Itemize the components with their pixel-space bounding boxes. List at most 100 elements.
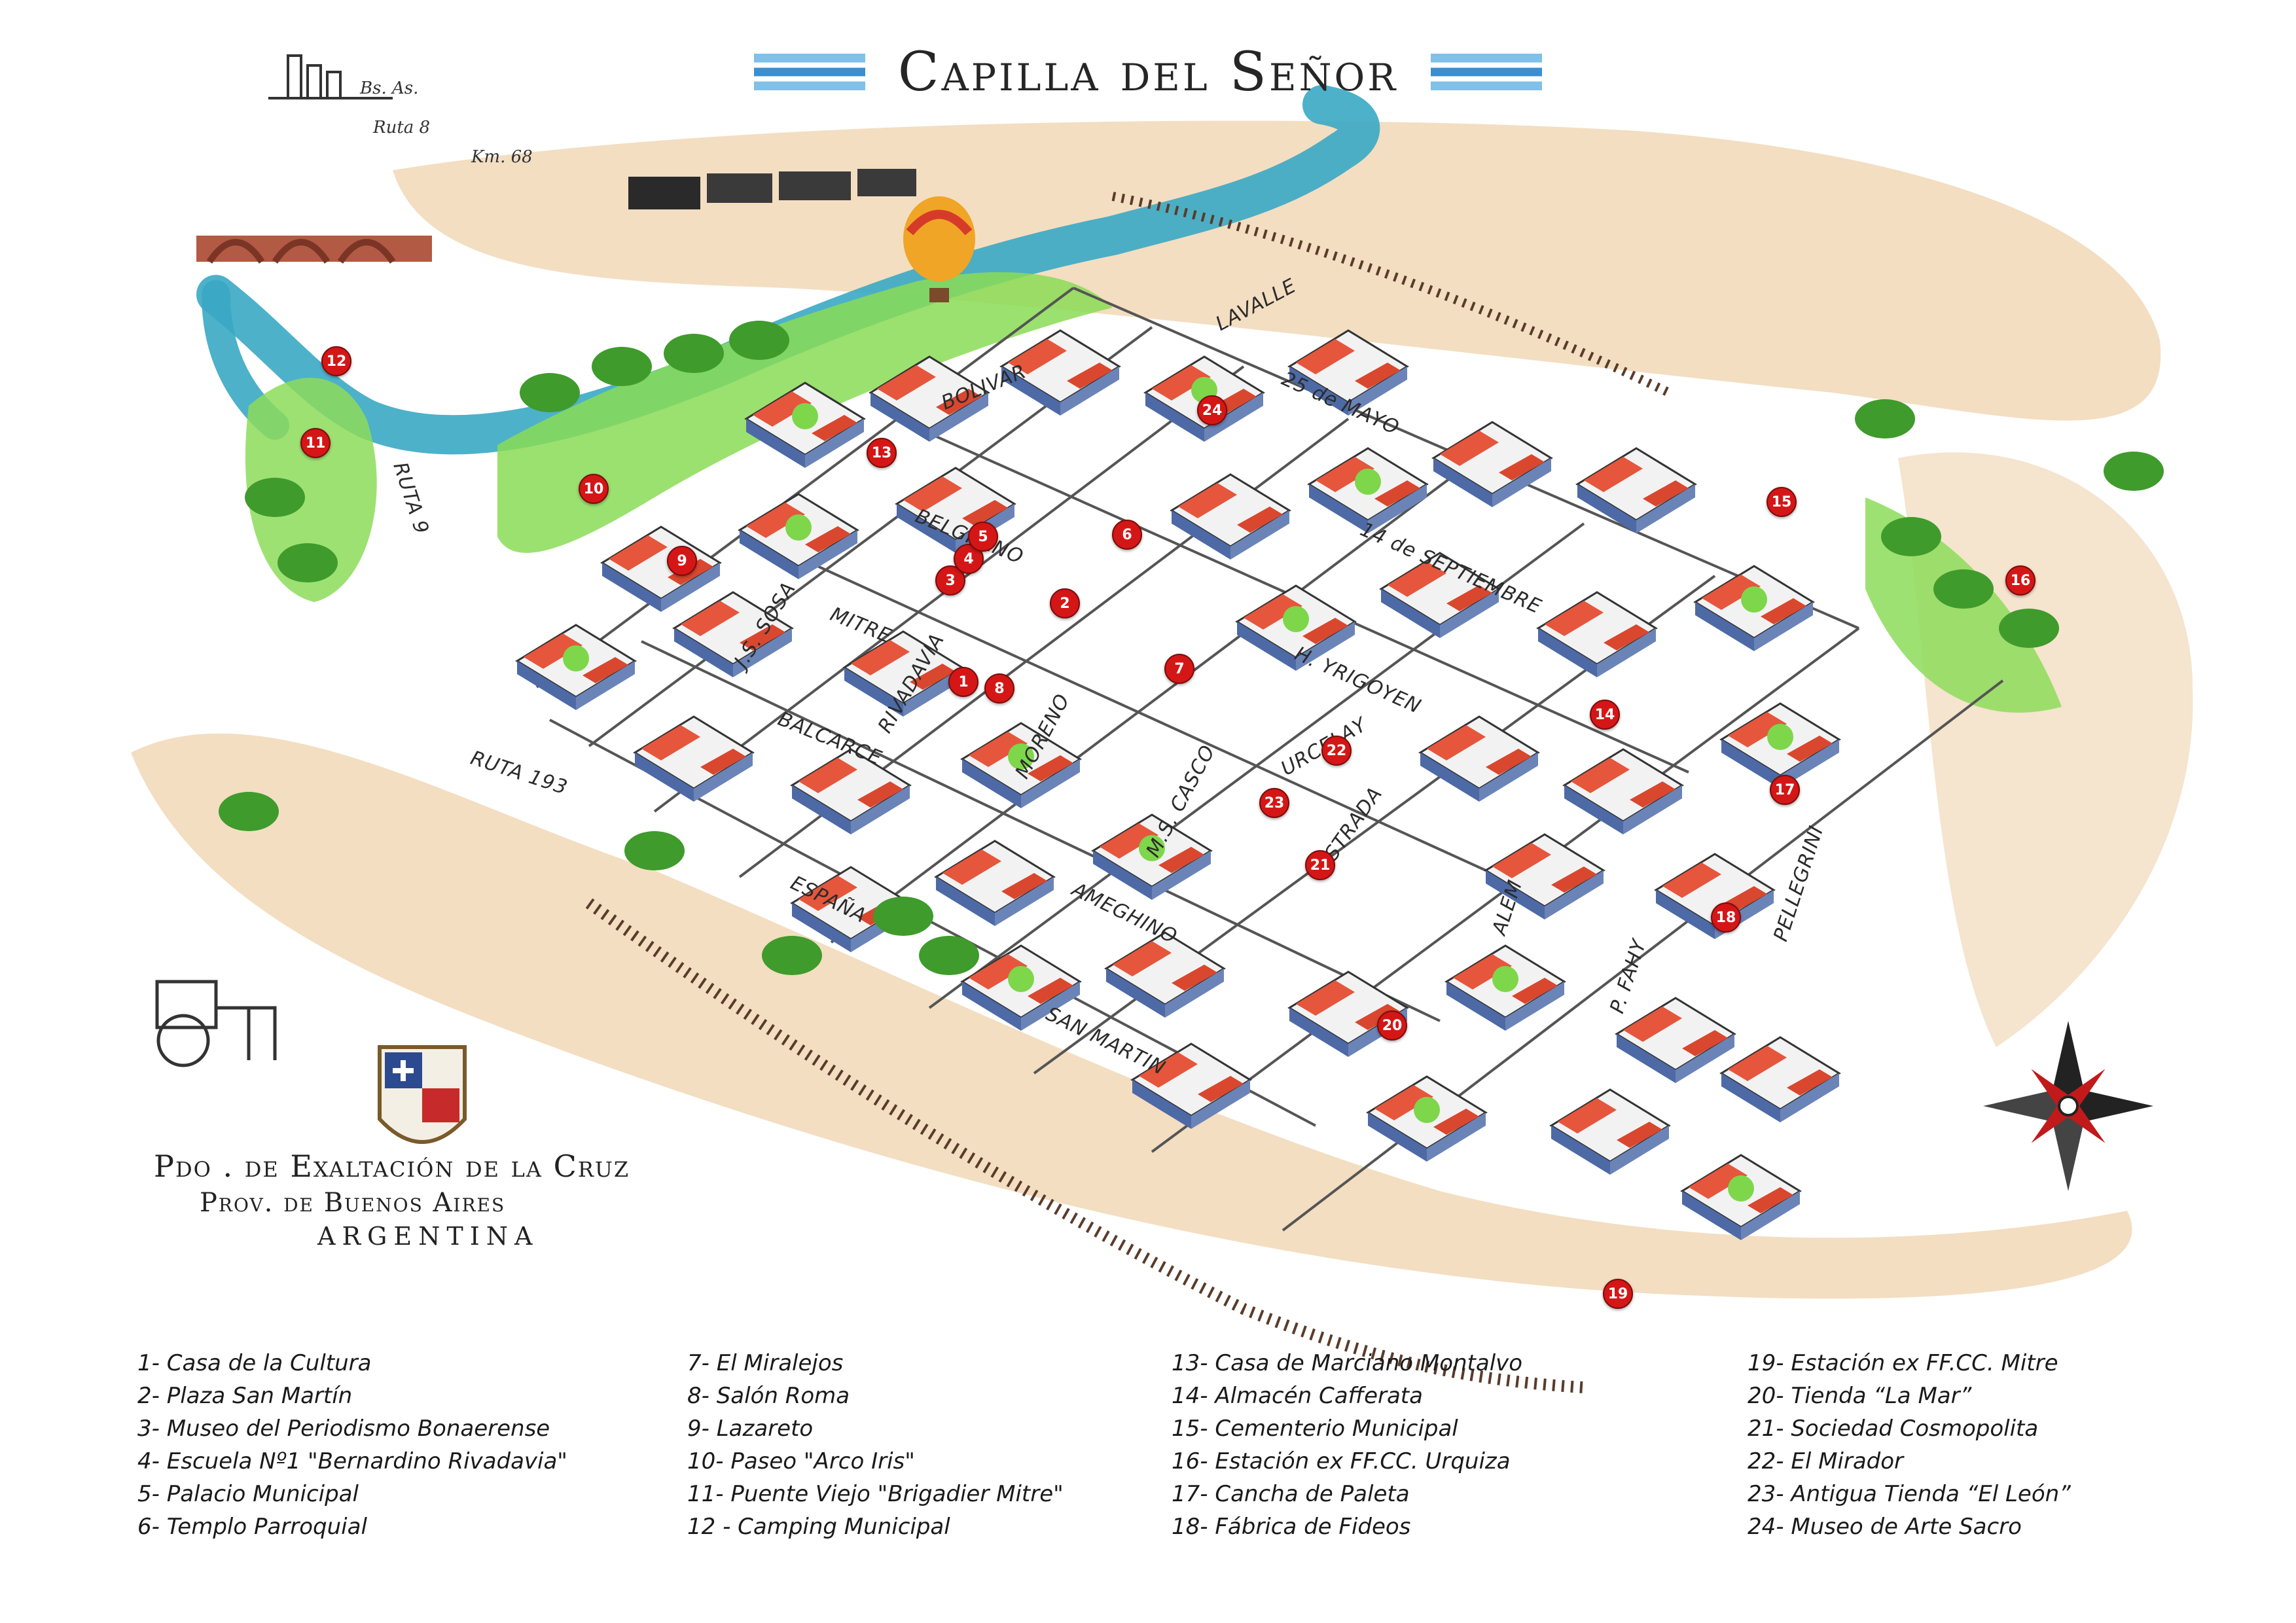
train-icon bbox=[628, 169, 916, 209]
city-block bbox=[1379, 552, 1501, 638]
city-block bbox=[1091, 813, 1213, 900]
building-blocks bbox=[219, 321, 2164, 1240]
tree bbox=[919, 936, 979, 975]
municipality-line-1: Pdo . de Exaltación de la Cruz bbox=[154, 1149, 630, 1184]
legend-item: 22- El Mirador bbox=[1748, 1448, 1904, 1474]
terrain-field-south bbox=[131, 733, 2132, 1299]
tree bbox=[1855, 399, 1915, 438]
poi-marker-6[interactable]: 6 bbox=[1112, 520, 1142, 550]
poi-marker-17[interactable]: 17 bbox=[1770, 775, 1800, 805]
hot-air-balloon-icon bbox=[903, 196, 975, 302]
city-block bbox=[960, 722, 1082, 808]
city-block bbox=[1615, 997, 1736, 1083]
city-block bbox=[1719, 1036, 1841, 1122]
city-block bbox=[790, 748, 912, 834]
park-river-left bbox=[245, 378, 377, 602]
legend-item: 14- Almacén Cafferata bbox=[1172, 1383, 1423, 1409]
city-block bbox=[1444, 944, 1566, 1031]
municipality-block: Pdo . de Exaltación de la Cruz Prov. de … bbox=[154, 1149, 630, 1251]
terrain-field-east bbox=[1898, 452, 2193, 1047]
city-block bbox=[1680, 1154, 1802, 1240]
tree bbox=[219, 792, 279, 831]
poi-marker-16[interactable]: 16 bbox=[2005, 565, 2036, 596]
city-block bbox=[515, 624, 637, 710]
city-block bbox=[1575, 447, 1697, 533]
legend-item: 13- Casa de Marciano Montalvo bbox=[1172, 1350, 1523, 1376]
poi-marker-18[interactable]: 18 bbox=[1711, 902, 1741, 933]
poi-marker-1[interactable]: 1 bbox=[948, 667, 978, 697]
poi-marker-9[interactable]: 9 bbox=[667, 546, 697, 576]
municipality-line-2: Prov. de Buenos Aires bbox=[200, 1188, 506, 1218]
tree bbox=[624, 831, 685, 870]
city-block bbox=[1418, 715, 1540, 802]
city-skyline-icon bbox=[268, 54, 393, 99]
city-block bbox=[633, 715, 755, 802]
legend-column-2: 7- El Miralejos 8- Salón Roma 9- Lazaret… bbox=[687, 1347, 1064, 1543]
coat-of-arms-icon bbox=[378, 1045, 467, 1144]
railway-north bbox=[1111, 192, 1672, 397]
legend-item: 9- Lazareto bbox=[687, 1416, 814, 1442]
tree bbox=[664, 334, 724, 373]
tree bbox=[1881, 517, 1941, 556]
poi-marker-15[interactable]: 15 bbox=[1767, 487, 1797, 517]
poi-marker-13[interactable]: 13 bbox=[867, 438, 897, 468]
tree bbox=[1933, 569, 1994, 609]
city-block bbox=[1170, 473, 1291, 560]
legend-item: 20- Tienda “La Mar” bbox=[1748, 1383, 1972, 1409]
poi-marker-14[interactable]: 14 bbox=[1590, 700, 1620, 730]
legend-item: 19- Estación ex FF.CC. Mitre bbox=[1748, 1350, 2058, 1376]
city-block bbox=[1484, 833, 1605, 919]
tree bbox=[520, 373, 580, 412]
legend-item: 24- Museo de Arte Sacro bbox=[1748, 1514, 2022, 1540]
tree bbox=[762, 936, 822, 975]
legend-item: 15- Cementerio Municipal bbox=[1172, 1416, 1458, 1442]
poi-marker-8[interactable]: 8 bbox=[984, 673, 1014, 704]
poi-marker-2[interactable]: 2 bbox=[1050, 588, 1080, 618]
legend-item: 3- Museo del Periodismo Bonaerense bbox=[137, 1416, 550, 1442]
city-block bbox=[738, 493, 859, 579]
flag-stripe-left bbox=[753, 54, 865, 90]
old-bridge bbox=[196, 236, 432, 264]
map-title: Capilla del Señor bbox=[897, 41, 1399, 103]
legend-item: 1- Casa de la Cultura bbox=[137, 1350, 372, 1376]
horse-carriage-icon bbox=[155, 980, 277, 1067]
title-banner: Capilla del Señor bbox=[0, 26, 2296, 118]
city-block bbox=[1562, 748, 1684, 834]
legend-column-1: 1- Casa de la Cultura 2- Plaza San Martí… bbox=[137, 1347, 567, 1543]
poi-marker-19[interactable]: 19 bbox=[1603, 1279, 1633, 1309]
city-block bbox=[1130, 1043, 1252, 1129]
compass-rose-icon bbox=[1983, 1021, 2153, 1191]
poi-marker-24[interactable]: 24 bbox=[1197, 395, 1227, 425]
poi-marker-21[interactable]: 21 bbox=[1305, 850, 1335, 880]
tree bbox=[729, 321, 789, 360]
legend-item: 5- Palacio Municipal bbox=[137, 1481, 359, 1507]
poi-marker-7[interactable]: 7 bbox=[1164, 654, 1194, 684]
flag-stripe-right bbox=[1431, 54, 1543, 90]
route-note-city: Bs. As. bbox=[360, 79, 419, 98]
legend-column-4: 19- Estación ex FF.CC. Mitre 20- Tienda … bbox=[1748, 1347, 2071, 1543]
poi-marker-5[interactable]: 5 bbox=[968, 522, 998, 552]
city-block bbox=[600, 526, 722, 612]
poi-marker-12[interactable]: 12 bbox=[321, 346, 351, 376]
legend-item: 4- Escuela Nº1 "Bernardino Rivadavia" bbox=[137, 1448, 567, 1474]
legend-item: 12 - Camping Municipal bbox=[687, 1514, 950, 1540]
poi-marker-20[interactable]: 20 bbox=[1377, 1010, 1407, 1041]
poi-marker-23[interactable]: 23 bbox=[1259, 788, 1289, 818]
legend-item: 7- El Miralejos bbox=[687, 1350, 844, 1376]
railway bbox=[585, 898, 1585, 1393]
city-block bbox=[672, 591, 794, 677]
poi-marker-10[interactable]: 10 bbox=[579, 474, 609, 504]
city-block bbox=[1287, 971, 1409, 1057]
legend-item: 17- Cancha de Paleta bbox=[1172, 1481, 1410, 1507]
legend-column-3: 13- Casa de Marciano Montalvo 14- Almacé… bbox=[1172, 1347, 1522, 1543]
legend-item: 2- Plaza San Martín bbox=[137, 1383, 353, 1409]
city-block bbox=[1549, 1088, 1671, 1175]
poi-marker-11[interactable]: 11 bbox=[300, 428, 331, 458]
poi-marker-22[interactable]: 22 bbox=[1321, 736, 1352, 766]
municipality-line-3: ARGENTINA bbox=[317, 1222, 539, 1251]
city-block bbox=[744, 382, 866, 468]
route-note-road: Ruta 8 bbox=[373, 118, 431, 137]
legend-item: 6- Templo Parroquial bbox=[137, 1514, 367, 1540]
